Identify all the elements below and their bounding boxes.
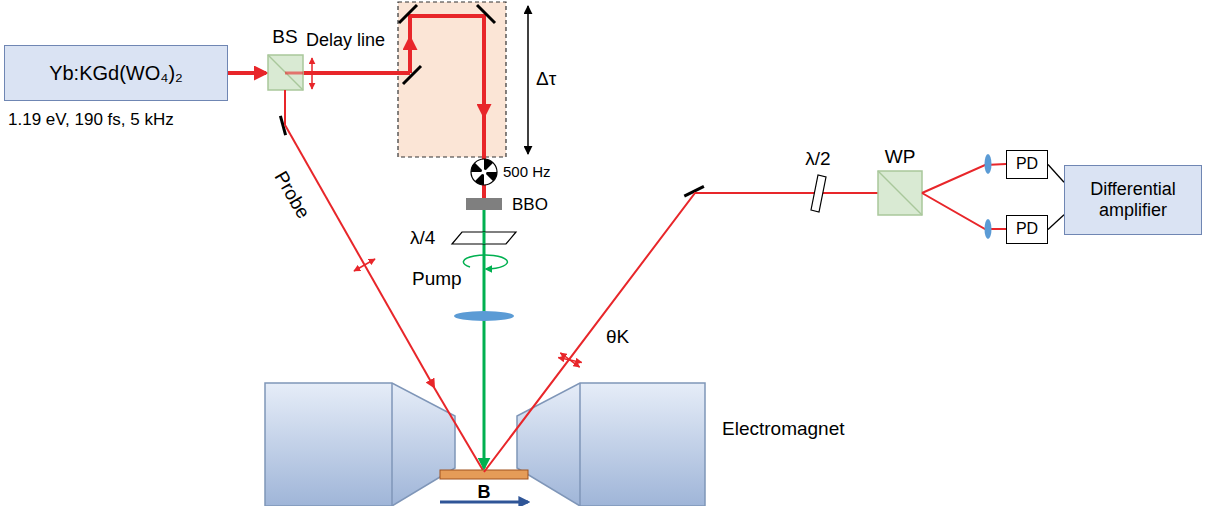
photodiode-box: PD	[1006, 215, 1048, 244]
probe-beam	[284, 90, 286, 125]
kerr-angle-label: θK	[606, 326, 629, 348]
magnet-label: Electromagnet	[722, 418, 845, 440]
chopper	[471, 159, 497, 185]
magnet-edge	[391, 383, 393, 506]
waveplate-label: λ/4	[410, 227, 435, 249]
mirror	[477, 5, 495, 23]
quarter-wave-plate	[452, 232, 516, 244]
delay-symbol: Δτ	[536, 68, 556, 90]
laser-parameters: 1.19 eV, 190 fs, 5 kHz	[8, 110, 174, 130]
prism-face	[878, 171, 922, 215]
box-text: PD	[1016, 155, 1038, 173]
polarization-arrow	[354, 259, 375, 271]
lens	[454, 311, 514, 321]
chopper-hub	[482, 170, 487, 175]
probe-beam	[285, 125, 434, 387]
magnet-pole	[517, 383, 705, 506]
box-text: PD	[1016, 220, 1038, 238]
prism-label: WP	[885, 146, 916, 168]
lens	[985, 154, 992, 174]
photodiode-box: PD	[1006, 150, 1048, 179]
delay-stage	[398, 2, 506, 157]
laser-beam	[285, 72, 303, 75]
crystal-label: BBO	[512, 195, 548, 215]
chopper-frequency: 500 Hz	[503, 163, 551, 180]
magnet-edge	[579, 383, 581, 506]
pump-beam	[483, 210, 486, 468]
beam-label: Pump	[412, 268, 462, 290]
beam-splitter-label: BS	[272, 26, 297, 48]
lens	[985, 219, 992, 239]
magnet-pole	[265, 383, 455, 506]
mirror	[399, 5, 417, 23]
laser-beam	[408, 38, 412, 73]
half-wave-plate	[811, 175, 826, 212]
delay-label: Delay line	[306, 30, 385, 51]
mirror	[403, 66, 421, 84]
pump-beam	[483, 232, 486, 244]
wollaston-prism	[878, 171, 922, 215]
split-beam	[922, 193, 1006, 229]
chopper-blades	[471, 159, 497, 185]
bbo-crystal	[466, 198, 502, 210]
field-label: B	[478, 482, 491, 503]
rotated-polarization-arrow	[558, 349, 581, 370]
reflected-beam	[484, 193, 878, 472]
laser-beam	[303, 71, 410, 75]
polarization-arrow	[311, 58, 313, 89]
laser-beam	[482, 98, 486, 116]
amplifier-box: Differential amplifier	[1064, 165, 1202, 235]
beam-splitter	[268, 55, 303, 90]
probe-beam	[432, 384, 484, 472]
circular-polarization	[463, 255, 507, 269]
box-text: Differential amplifier	[1065, 179, 1201, 220]
laser-beam	[228, 71, 266, 75]
signal-wire	[1048, 165, 1064, 183]
box-text: Yb:KGd(WO₄)₂	[49, 62, 183, 85]
signal-wire	[1048, 215, 1064, 230]
beam-label: Probe	[270, 168, 314, 223]
beam-splitter-face	[268, 55, 303, 90]
delay-arrow	[527, 6, 529, 154]
laser-beam	[410, 16, 484, 100]
waveplate-label: λ/2	[805, 148, 830, 170]
split-beam	[922, 164, 1006, 193]
laser-source-box: Yb:KGd(WO₄)₂	[4, 45, 228, 101]
